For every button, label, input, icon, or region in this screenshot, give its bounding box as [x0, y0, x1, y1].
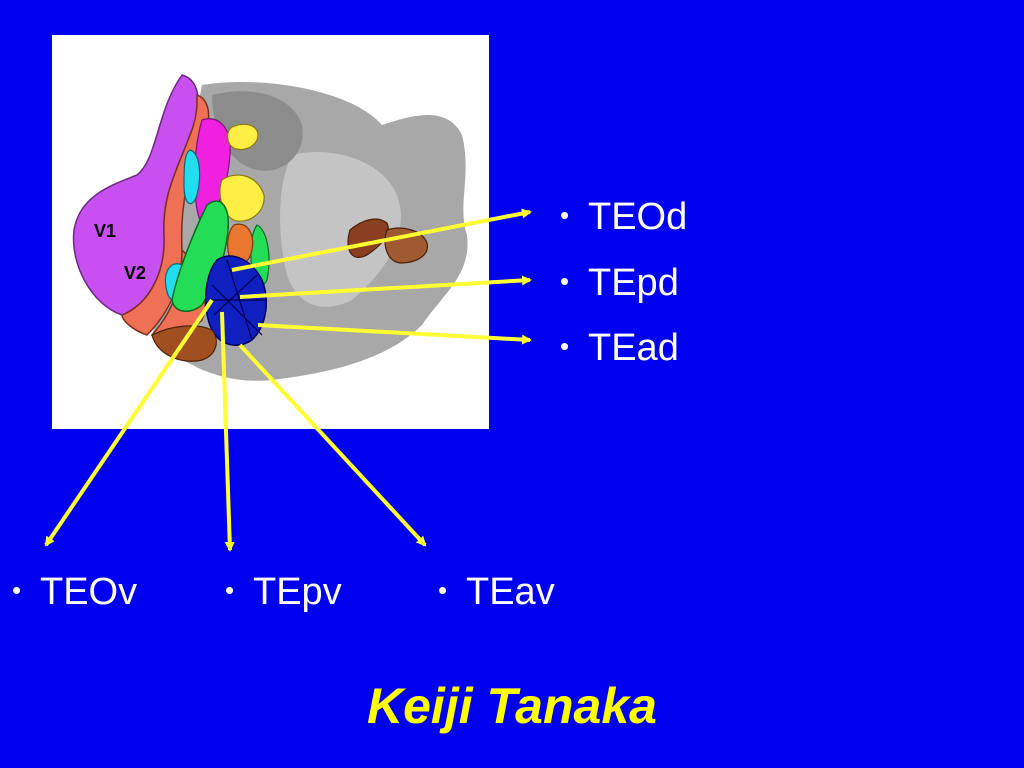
label-tepv-text: TEpv	[253, 571, 342, 613]
label-teov-text: TEOv	[40, 571, 138, 613]
bullet-dot: •	[560, 331, 570, 361]
label-teov: • TEOv	[12, 568, 137, 614]
label-teav: • TEav	[438, 568, 555, 614]
author-name: Keiji Tanaka	[367, 678, 657, 734]
brain-map-panel: V1 V2	[52, 35, 489, 429]
cyan-region	[183, 149, 201, 205]
label-teod: • TEOd	[560, 193, 687, 239]
v1-label: V1	[94, 221, 116, 241]
label-teod-text: TEOd	[588, 196, 688, 238]
bullet-dot: •	[560, 200, 570, 230]
bullet-dot: •	[438, 575, 448, 605]
brown-lower-region	[151, 325, 217, 362]
label-tepd-text: TEpd	[588, 262, 679, 304]
label-tead-text: TEad	[588, 327, 679, 369]
yellow-top-region	[226, 123, 259, 151]
brain-map: V1 V2	[72, 74, 468, 381]
label-tepv: • TEpv	[225, 568, 342, 614]
label-tepd: • TEpd	[560, 259, 679, 305]
bullet-dot: •	[560, 266, 570, 296]
label-teav-text: TEav	[466, 571, 555, 613]
bullet-dot: •	[12, 575, 22, 605]
label-tead: • TEad	[560, 324, 679, 370]
bullet-dot: •	[225, 575, 235, 605]
v2-label: V2	[124, 263, 146, 283]
